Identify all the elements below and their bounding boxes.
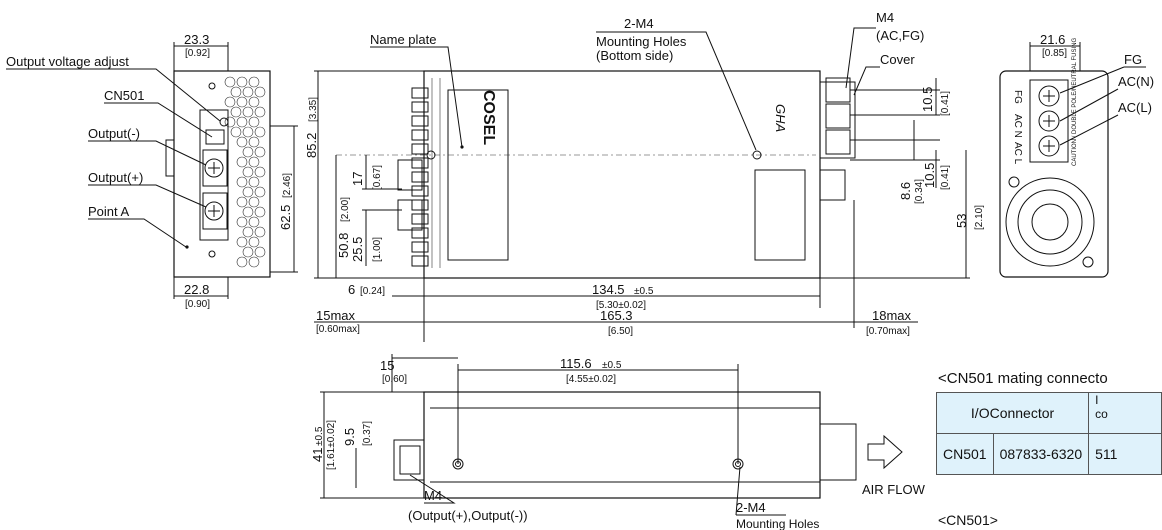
front-h-508: 50.8 xyxy=(336,233,351,258)
front-view-body xyxy=(423,70,821,279)
front-d6-in: [0.24] xyxy=(360,286,385,297)
bottom-label-m4-sub: (Output(+),Output(-)) xyxy=(408,508,528,523)
table-cell-io-part: 087833-6320 xyxy=(992,433,1090,475)
term-d105b: 10.5 xyxy=(922,163,937,188)
label-name-plate: Name plate xyxy=(370,32,436,47)
front-h-255-in: [1.00] xyxy=(372,237,383,262)
caution-label: CAUTION / DOUBLE POLE/NEUTRAL FUSING xyxy=(1072,38,1078,166)
left-bottom-dim-in: [0.90] xyxy=(185,299,210,310)
front-d15max: 15max xyxy=(316,308,356,323)
term-d86-in: [0.34] xyxy=(914,179,925,204)
term-d86: 8.6 xyxy=(898,182,913,200)
label-holes-sub2: (Bottom side) xyxy=(596,48,673,63)
bottom-label-holes-sub: Mounting Holes xyxy=(736,517,819,530)
front-h-17: 17 xyxy=(350,172,365,186)
bottom-h95: 9.5 xyxy=(342,428,357,446)
front-h-total: 85.2 xyxy=(304,133,319,158)
term-d105a-in: [0.41] xyxy=(940,91,951,116)
left-top-dim: 23.3 xyxy=(184,32,209,47)
front-d18max-in: [0.70max] xyxy=(866,326,910,337)
front-d6: 6 xyxy=(348,282,355,297)
bottom-d1156-tol: ±0.5 xyxy=(602,360,622,371)
model-text: GHA xyxy=(773,104,788,132)
label-cn501: CN501 xyxy=(104,88,144,103)
terminal-fg-text: FG xyxy=(1012,90,1023,104)
label-holes-title: 2-M4 xyxy=(624,16,654,31)
right-end-view: FG AC N AC L CAUTION / DOUBLE POLE/NEUTR… xyxy=(999,32,1154,278)
label-cover: Cover xyxy=(880,52,915,67)
label-acn: AC(N) xyxy=(1118,74,1154,89)
bottom-label-holes: 2-M4 xyxy=(736,500,766,515)
bottom-d15: 15 xyxy=(380,358,394,373)
terminal-acl-text: AC L xyxy=(1012,142,1023,165)
front-d1653-in: [6.50] xyxy=(608,326,633,337)
table-header-io: I/OConnector xyxy=(936,392,1090,434)
label-airflow: AIR FLOW xyxy=(862,482,926,497)
label-acl: AC(L) xyxy=(1118,100,1152,115)
terminal-acn-text: AC N xyxy=(1012,114,1023,138)
bottom-d1156-in: [4.55±0.02] xyxy=(566,374,616,385)
left-h-dim: 62.5 xyxy=(278,205,293,230)
left-top-dim-in: [0.92] xyxy=(185,48,210,59)
right-view-body xyxy=(999,70,1109,278)
term-d105b-in: [0.41] xyxy=(940,165,951,190)
front-d1345: 134.5 xyxy=(592,282,625,297)
right-top-dim-in: [0.85] xyxy=(1042,48,1067,59)
table-cell-cn501: CN501 xyxy=(936,433,994,475)
label-point-a: Point A xyxy=(88,204,130,219)
airflow-arrow-icon xyxy=(867,434,903,470)
front-d1345-tol: ±0.5 xyxy=(634,286,654,297)
right-top-dim: 21.6 xyxy=(1040,32,1065,47)
bottom-view: 15 [0.60] 115.6 ±0.5 [4.55±0.02] 41 ±0.5… xyxy=(310,354,926,530)
front-d1345-in: [5.30±0.02] xyxy=(596,300,646,311)
left-bottom-dim: 22.8 xyxy=(184,282,209,297)
label-holes-sub1: Mounting Holes xyxy=(596,34,687,49)
bottom-label-m4: M4 xyxy=(424,488,442,503)
label-terminal-m4-sub: (AC,FG) xyxy=(876,28,924,43)
front-h-508-in: [2.00] xyxy=(340,197,351,222)
front-d15max-in: [0.60max] xyxy=(316,324,360,335)
label-terminal-m4: M4 xyxy=(876,10,894,25)
term-d53: 53 xyxy=(954,214,969,228)
front-h-total-in: [3.35] xyxy=(308,97,319,122)
label-output-voltage-adjust: Output voltage adjust xyxy=(6,54,129,69)
left-end-view: 23.3 [0.92] 22.8 [0.90] 62.5 [2.46] Outp… xyxy=(6,32,298,310)
left-h-dim-in: [2.46] xyxy=(282,173,293,198)
front-d1653: 165.3 xyxy=(600,308,633,323)
front-h-255: 25.5 xyxy=(350,237,365,262)
label-fg: FG xyxy=(1124,52,1142,67)
label-output-minus: Output(-) xyxy=(88,126,140,141)
front-h-17-in: [0.67] xyxy=(372,165,383,190)
bottom-h41-in: [1.61±0.02] xyxy=(326,420,337,470)
term-d53-in: [2.10] xyxy=(974,205,985,230)
table-cell-housing-part: 511 xyxy=(1088,433,1162,475)
bottom-d15-in: [0.60] xyxy=(382,374,407,385)
bottom-h41: 41 xyxy=(310,448,325,462)
bottom-d1156: 115.6 xyxy=(560,356,592,371)
front-d18max: 18max xyxy=(872,308,912,323)
brand-logo-text: COSEL xyxy=(480,90,497,145)
bottom-h95-in: [0.37] xyxy=(362,421,373,446)
cn501-title: <CN501> xyxy=(938,512,998,528)
term-d105a: 10.5 xyxy=(920,87,935,112)
bottom-view-body xyxy=(423,391,821,499)
label-output-plus: Output(+) xyxy=(88,170,143,185)
front-side-view: COSEL GHA Name plate 2-M4 Mounting Holes… xyxy=(304,16,918,342)
terminal-block-dims: M4 (AC,FG) Cover 10.5 [0.41] 8.6 [0.34] … xyxy=(820,10,985,279)
table-row: CN501 087833-6320 511 xyxy=(936,433,1162,475)
left-view-body xyxy=(173,70,271,278)
mating-title: <CN501 mating connecto xyxy=(938,370,1108,387)
bottom-h41-tol: ±0.5 xyxy=(314,426,325,446)
